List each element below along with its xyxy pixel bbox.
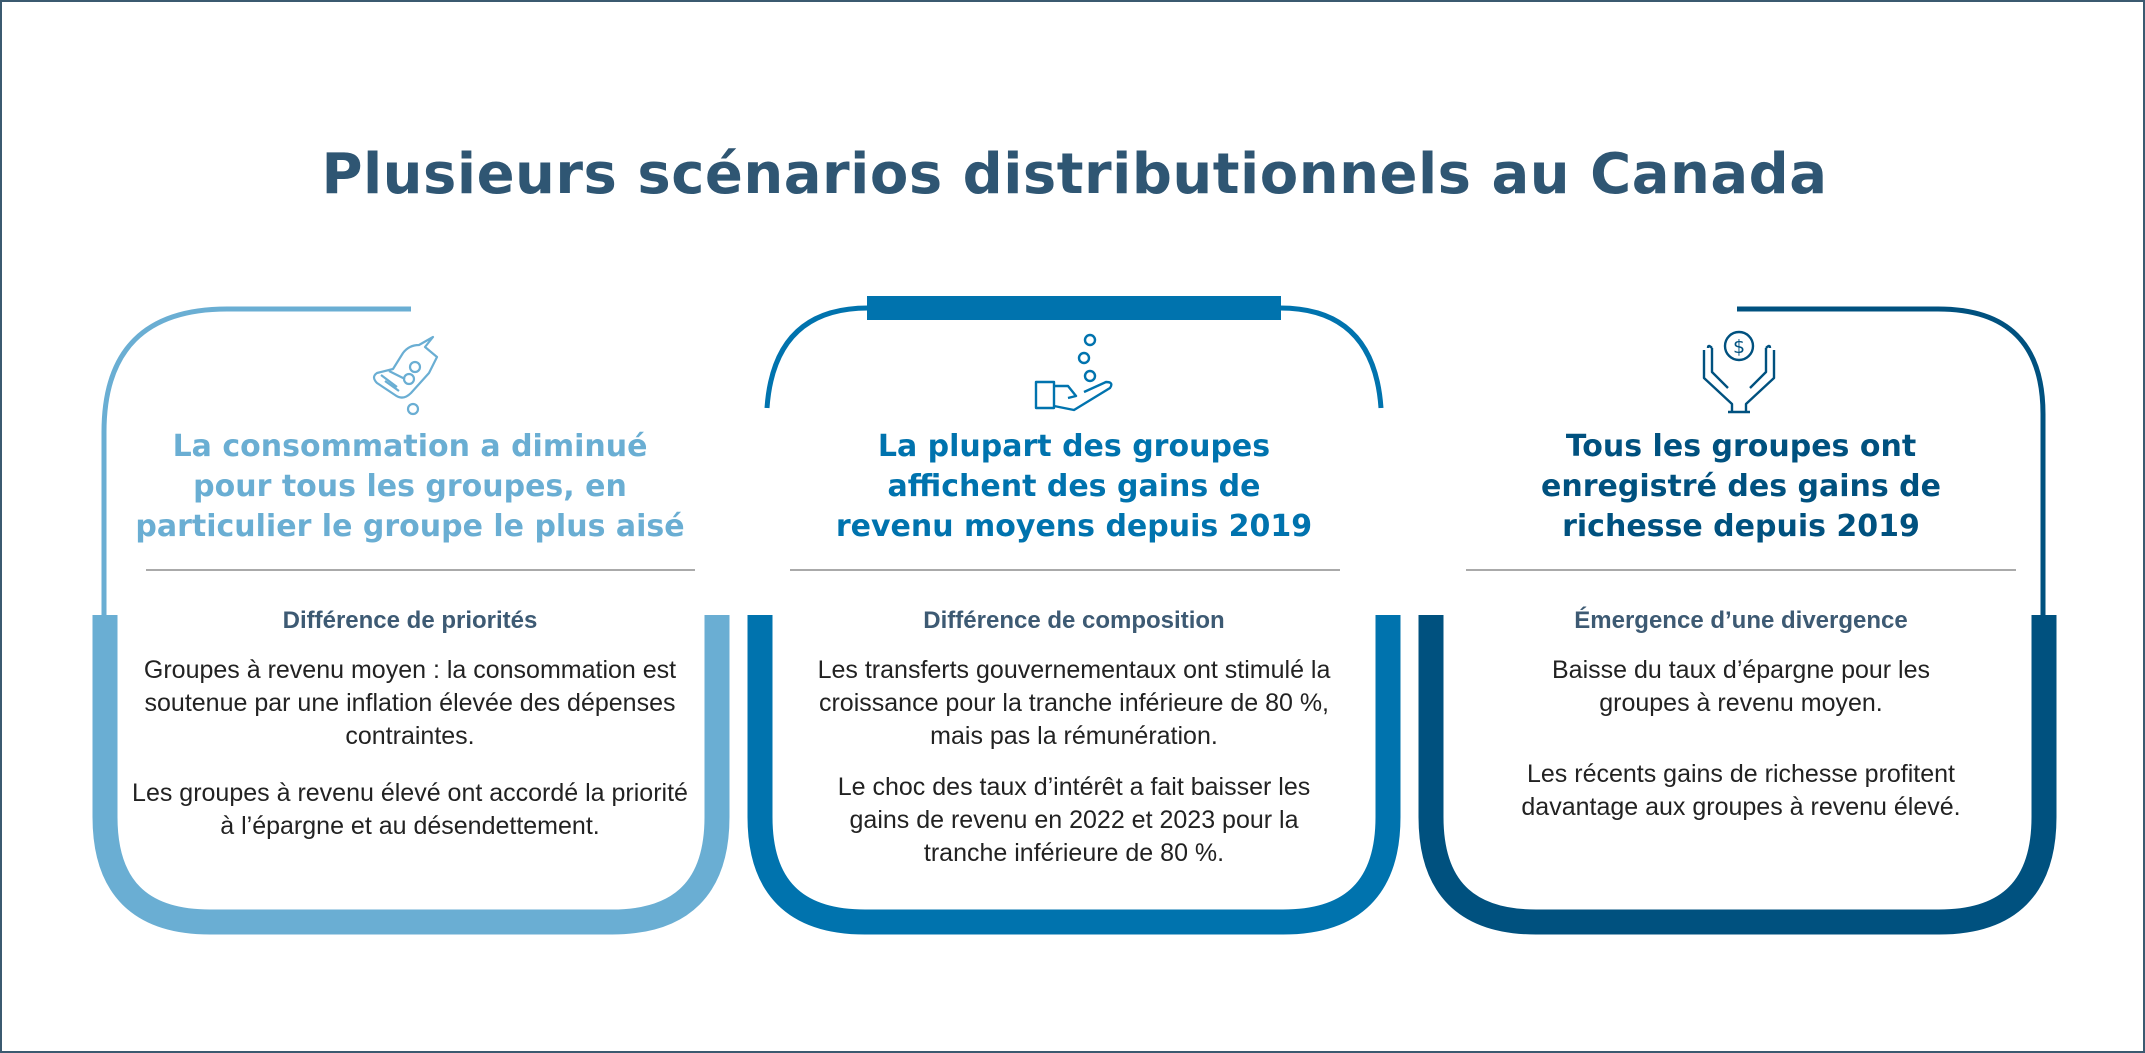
card-paragraph: Groupes à revenu moyen : la consommation… — [143, 656, 677, 750]
card-subheading: Émergence d’une divergence — [1574, 607, 1908, 634]
card-2-frame — [747, 296, 1401, 935]
hands-holding-dollar-icon: $ — [1702, 330, 1776, 414]
card-subheading: Différence de priorités — [282, 607, 538, 634]
card-paragraph: Les récents gains de richesse profitent … — [1521, 760, 1961, 821]
card-body: Les transferts gouvernementaux ont stimu… — [794, 654, 1354, 894]
card-heading: La plupart des groupes affichent des gai… — [835, 429, 1313, 544]
card-wealth: Tous les groupes ont enregistré des gain… — [1461, 422, 2021, 821]
card-heading: La consommation a diminué pour tous les … — [135, 429, 685, 544]
card-income: La plupart des groupes affichent des gai… — [794, 422, 1354, 867]
card-body: Baisse du taux d’épargne pour les groupe… — [1461, 654, 2021, 848]
card-1-frame — [92, 306, 730, 935]
card-3-frame — [1418, 306, 2057, 935]
card-heading: Tous les groupes ont enregistré des gain… — [1541, 429, 1941, 544]
card-paragraph: Le choc des taux d’intérêt a fait baisse… — [837, 773, 1311, 867]
card-subheading: Différence de composition — [923, 607, 1225, 634]
card-paragraph: Les transferts gouvernementaux ont stimu… — [817, 656, 1331, 750]
card-paragraph: Les groupes à revenu élevé ont accordé l… — [132, 779, 688, 840]
page-title: Plusieurs scénarios distributionnels au … — [321, 142, 1828, 207]
card-body: Groupes à revenu moyen : la consommation… — [130, 654, 690, 867]
hand-receiving-coins-icon — [1034, 333, 1113, 412]
svg-text:$: $ — [1733, 336, 1745, 358]
card-paragraph: Baisse du taux d’épargne pour les groupe… — [1551, 656, 1931, 717]
card-consumption: La consommation a diminué pour tous les … — [130, 422, 690, 840]
hand-dropping-coins-icon — [372, 335, 439, 416]
